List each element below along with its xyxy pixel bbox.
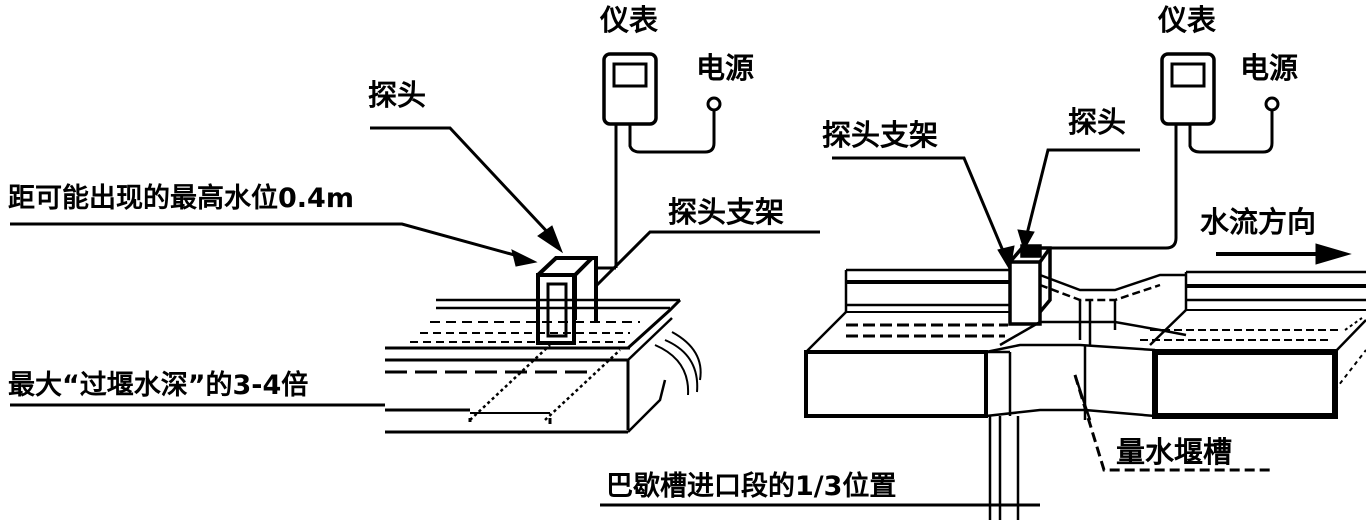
left-bracket-leader: [594, 230, 820, 288]
left-depth-label: 最大“过堰水深”的3-4倍: [8, 369, 308, 401]
left-probe-leader: [370, 126, 555, 240]
right-power-plug-icon: [1264, 96, 1280, 112]
left-probe-bracket: [536, 256, 598, 345]
right-power-label: 电源: [1240, 51, 1298, 85]
right-probe-leader: [1024, 148, 1140, 239]
right-instrument-label: 仪表: [1157, 3, 1216, 37]
right-bracket-label: 探头支架: [822, 118, 938, 152]
right-diagram: [600, 52, 1366, 520]
left-channel: [385, 298, 702, 434]
left-distance-label: 距可能出现的最高水位0.4m: [8, 182, 354, 214]
left-distance-leader: [10, 222, 519, 258]
left-diagram: [10, 52, 820, 434]
flow-direction-label: 水流方向: [1200, 205, 1316, 239]
right-bracket-arrow: [997, 245, 1015, 272]
left-instrument-label: 仪表: [599, 3, 658, 37]
right-signal-cable: [1040, 124, 1178, 250]
right-downstream-channel: [1140, 270, 1366, 419]
right-bracket-leader: [832, 156, 1008, 259]
left-probe-arrow: [537, 225, 564, 254]
right-instrument-icon: [1160, 52, 1216, 126]
right-probe-arrow: [1017, 229, 1035, 252]
right-weir-label: 量水堰槽: [1116, 435, 1232, 469]
left-bracket-label: 探头支架: [668, 195, 784, 229]
right-upstream-channel: [804, 268, 1010, 418]
right-power-cable: [1188, 110, 1274, 154]
left-distance-arrow: [511, 249, 538, 267]
left-power-label: 电源: [696, 51, 754, 85]
left-instrument-icon: [602, 52, 658, 126]
right-position-label: 巴歇槽进口段的1/3位置: [606, 470, 896, 502]
right-weir-leader: [1073, 374, 1270, 472]
right-probe-bracket: [1008, 244, 1052, 326]
left-probe-label: 探头: [368, 78, 426, 112]
flow-arrow-icon: [1315, 243, 1352, 265]
left-power-plug-icon: [706, 96, 722, 112]
left-power-cable: [628, 110, 716, 154]
right-probe-label: 探头: [1068, 105, 1126, 139]
